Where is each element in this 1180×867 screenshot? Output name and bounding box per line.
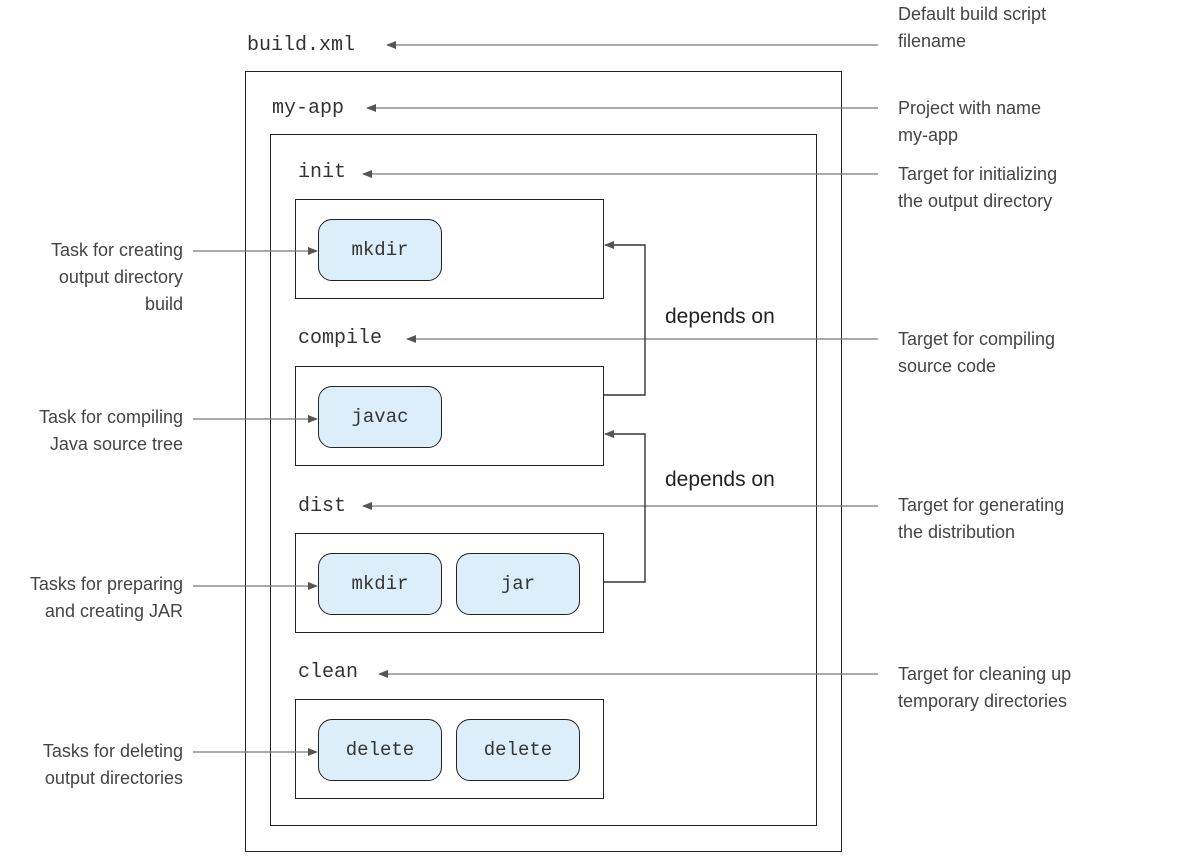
- annotation-dist-tasks: Tasks for preparing and creating JAR: [0, 571, 183, 625]
- task-dist-jar: jar: [456, 553, 580, 615]
- annotation-line: Java source tree: [49, 434, 183, 454]
- task-init-mkdir: mkdir: [318, 219, 442, 281]
- dependency-connector-compile-init: [604, 241, 646, 396]
- target-clean-label: clean: [298, 661, 359, 684]
- dependency-connector-dist-compile: [604, 430, 646, 583]
- task-clean-delete-1: delete: [318, 719, 442, 781]
- annotation-line: Target for initializing: [898, 164, 1058, 184]
- task-compile-javac: javac: [318, 386, 442, 448]
- annotation-line: Target for compiling: [898, 329, 1056, 349]
- annotation-line: Target for cleaning up: [898, 664, 1072, 684]
- build-file-label: build.xml: [247, 34, 356, 57]
- depends-on-label-1: depends on: [665, 305, 775, 328]
- annotation-line: output directories: [44, 768, 183, 788]
- annotation-line: Default build script: [898, 4, 1047, 24]
- task-clean-delete-2: delete: [456, 719, 580, 781]
- annotation-line: temporary directories: [898, 691, 1068, 711]
- annotation-line: source code: [898, 356, 997, 376]
- project-name-label: my-app: [272, 97, 345, 120]
- annotation-line: Target for generating: [898, 495, 1065, 515]
- task-dist-mkdir: mkdir: [318, 553, 442, 615]
- annotation-dist-target: Target for generating the distribution: [898, 492, 1064, 546]
- annotation-clean-target: Target for cleaning up temporary directo…: [898, 661, 1071, 715]
- annotation-compile-target: Target for compiling source code: [898, 326, 1055, 380]
- annotation-line: and creating JAR: [44, 601, 183, 621]
- annotation-line: Task for creating: [50, 240, 183, 260]
- annotation-line: output directory: [58, 267, 183, 287]
- depends-on-label-2: depends on: [665, 468, 775, 491]
- annotation-init-task: Task for creating output directory build: [0, 237, 183, 318]
- target-init-box: [295, 199, 604, 299]
- annotation-line: Tasks for preparing: [29, 574, 183, 594]
- annotation-line: Project with name: [898, 98, 1042, 118]
- annotation-line: Tasks for deleting: [42, 741, 183, 761]
- annotation-clean-tasks: Tasks for deleting output directories: [0, 738, 183, 792]
- annotation-line: my-app: [898, 125, 959, 145]
- annotation-line: filename: [898, 31, 967, 51]
- annotation-compile-task: Task for compiling Java source tree: [0, 404, 183, 458]
- annotation-line: build: [144, 294, 183, 314]
- annotation-init-target: Target for initializing the output direc…: [898, 161, 1057, 215]
- annotation-build-script: Default build script filename: [898, 1, 1046, 55]
- annotation-line: the distribution: [898, 522, 1016, 542]
- target-compile-label: compile: [298, 327, 383, 350]
- target-init-label: init: [298, 161, 347, 184]
- annotation-line: the output directory: [898, 191, 1053, 211]
- annotation-line: Task for compiling: [38, 407, 183, 427]
- target-dist-label: dist: [298, 495, 347, 518]
- annotation-project: Project with name my-app: [898, 95, 1041, 149]
